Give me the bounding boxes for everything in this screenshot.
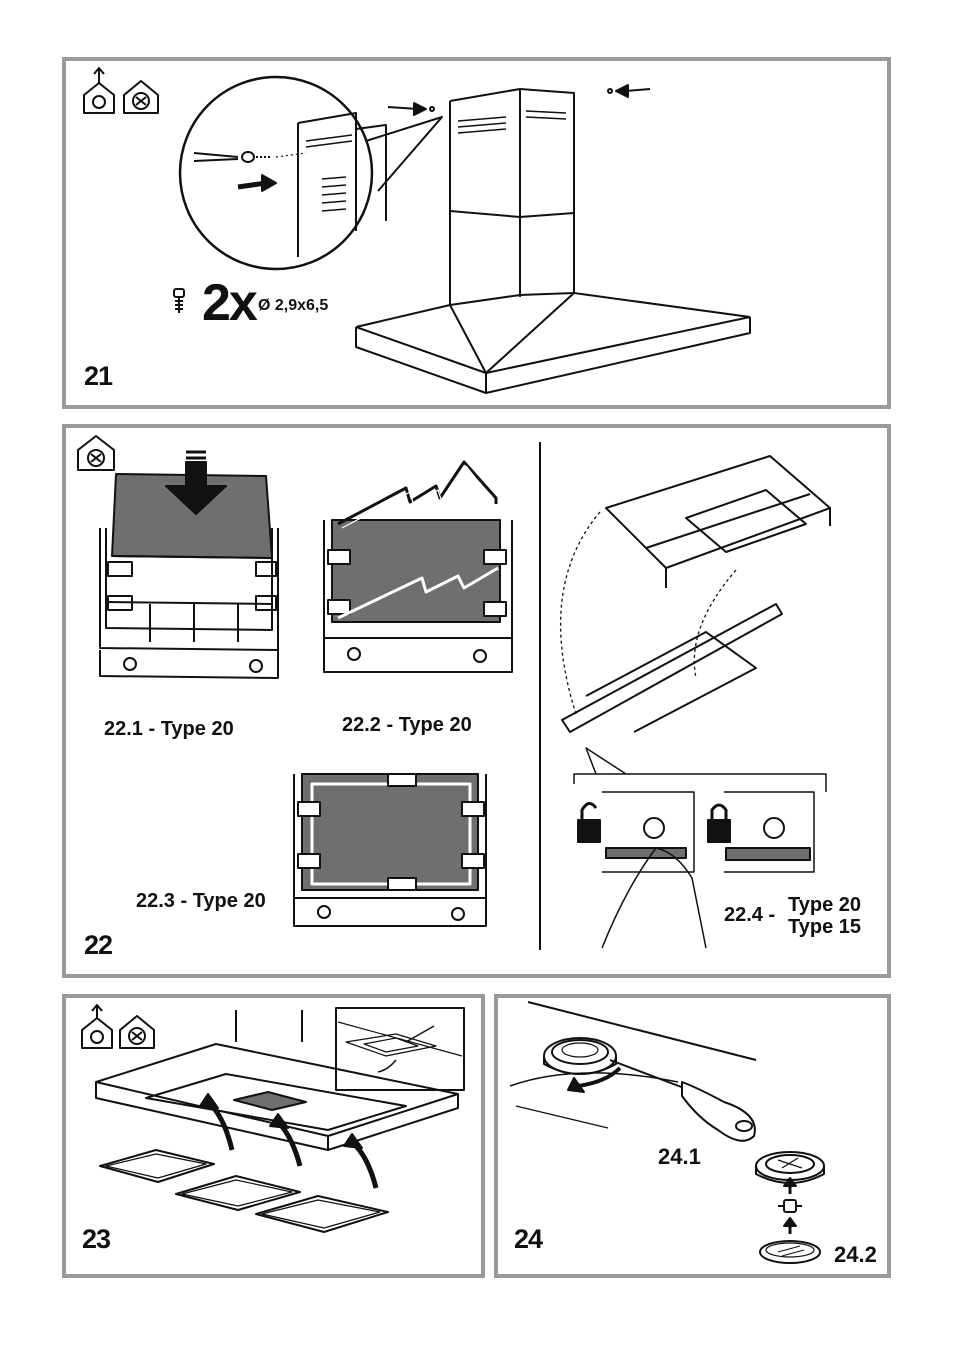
padlock-closed-icon (707, 803, 731, 843)
screw-icon (173, 288, 185, 313)
panel-21-drawing (83, 67, 751, 394)
step-22-1-drawing (99, 450, 279, 679)
step-22-3-drawing (293, 773, 487, 927)
panel-22: 22.1 - Type 20 22.2 - Type 20 22.3 - Typ… (62, 424, 891, 978)
house-recirculation-fan-icon (77, 435, 115, 471)
panel-24-drawing (509, 1001, 825, 1264)
panel-22-number: 22 (84, 930, 113, 960)
panel-21: 2x Ø 2,9x6,5 21 (62, 57, 891, 409)
step-22-4-drawing (559, 455, 831, 949)
step-22-4-type-b: Type 15 (788, 916, 861, 938)
padlock-open-icon (577, 802, 601, 843)
step-22-3-label: 22.3 - Type 20 (136, 890, 266, 912)
house-recirculation-fan-icon (123, 80, 159, 114)
panel-23-number: 23 (82, 1224, 111, 1254)
screw-size: Ø 2,9x6,5 (258, 297, 329, 314)
panel-24: 24.1 24.2 24 (494, 994, 891, 1278)
panel-22-drawing (77, 435, 831, 950)
house-extraction-fan-icon (83, 67, 115, 114)
panel-21-number: 21 (84, 361, 113, 391)
panel-23-drawing (81, 1004, 465, 1233)
step-22-2-drawing (323, 460, 513, 673)
house-recirculation-fan-icon (119, 1015, 155, 1049)
screw-count: 2x (202, 274, 258, 332)
panel-24-number: 24 (514, 1224, 543, 1254)
panel-23: 23 (62, 994, 485, 1278)
step-22-2-label: 22.2 - Type 20 (342, 714, 472, 736)
step-24-1-label: 24.1 (658, 1144, 701, 1169)
step-24-2-label: 24.2 (834, 1242, 877, 1267)
house-extraction-fan-icon (81, 1004, 113, 1049)
step-22-1-label: 22.1 - Type 20 (104, 718, 234, 740)
step-22-4-type-a: Type 20 (788, 894, 861, 916)
step-22-4-prefix: 22.4 - (724, 904, 776, 926)
